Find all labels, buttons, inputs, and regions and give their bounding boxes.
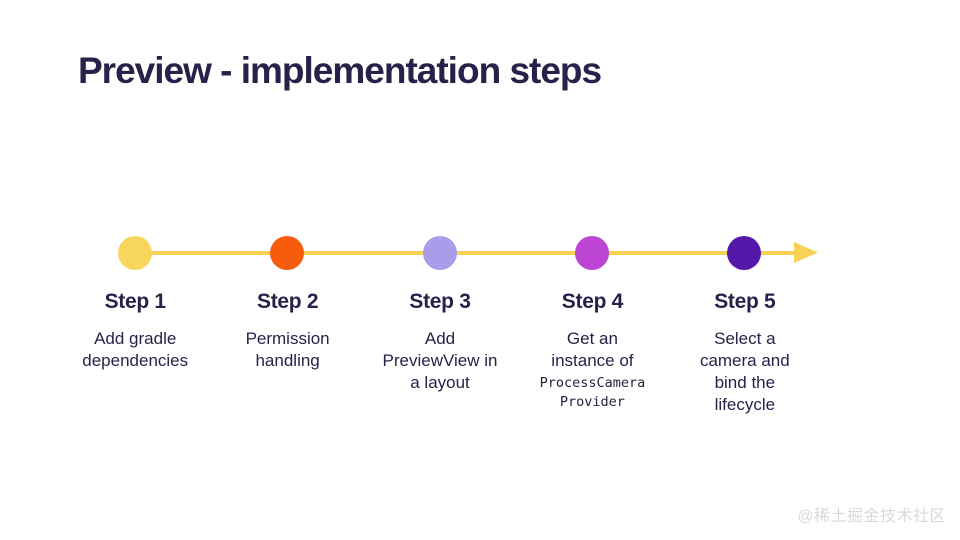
timeline-dot-step-5 (727, 236, 761, 270)
timeline-dot-step-1 (118, 236, 152, 270)
timeline-line (135, 251, 800, 255)
step-code-text: ProcessCamera Provider (539, 375, 646, 410)
step-description: Select a camera and bind the lifecycle (699, 329, 790, 414)
step-column-5: Step 5 Select a camera and bind the life… (669, 290, 821, 416)
timeline-dot-step-3 (423, 236, 457, 270)
step-column-2: Step 2 Permission handling (211, 290, 363, 416)
step-description: Add PreviewView in a layout (382, 329, 498, 392)
step-description: Permission handling (245, 329, 330, 370)
watermark: @稀土掘金技术社区 (797, 508, 946, 525)
timeline-dot-step-4 (575, 236, 609, 270)
step-column-3: Step 3 Add PreviewView in a layout (364, 290, 516, 416)
step-description: Add gradle dependencies (82, 329, 189, 370)
step-description: Get an instance of (551, 329, 634, 370)
timeline-dot-step-2 (270, 236, 304, 270)
step-column-4: Step 4 Get an instance of ProcessCamera … (516, 290, 668, 416)
page-title: Preview - implementation steps (78, 50, 602, 91)
step-label: Step 3 (409, 290, 471, 313)
step-label: Step 4 (561, 290, 624, 313)
timeline-arrow-icon (794, 242, 818, 263)
step-column-1: Step 1 Add gradle dependencies (59, 290, 211, 416)
step-label: Step 2 (256, 290, 319, 313)
step-label: Step 5 (714, 290, 776, 313)
step-label: Step 1 (104, 290, 167, 313)
steps-row: Step 1 Add gradle dependencies Step 2 Pe… (59, 290, 821, 416)
